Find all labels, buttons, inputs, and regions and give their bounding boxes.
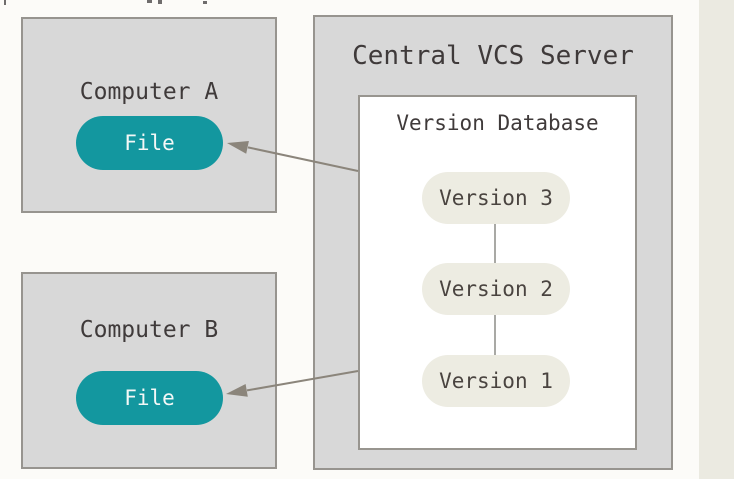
computer-a-box: Computer A File [21,17,277,213]
version-2-label: Version 2 [439,277,553,301]
computer-a-file-node: File [76,116,223,170]
version-database-label: Version Database [396,111,599,135]
computer-b-file-label: File [124,386,175,410]
version-3-label: Version 3 [439,186,553,210]
computer-a-file-label: File [124,131,175,155]
version-database-box: Version Database Version 3 Version 2 Ver… [358,95,637,450]
central-vcs-server-box: Central VCS Server Version Database Vers… [313,15,673,470]
version-3-node: Version 3 [422,172,570,224]
computer-b-box: Computer B File [21,272,277,469]
computer-b-label: Computer B [79,317,219,343]
version-1-node: Version 1 [422,355,570,407]
version-2-node: Version 2 [422,263,570,315]
computer-b-file-node: File [76,371,223,425]
version-1-label: Version 1 [439,369,553,393]
computer-a-label: Computer A [79,79,219,105]
central-vcs-server-label: Central VCS Server [352,41,634,71]
page-background-strip [699,0,734,479]
